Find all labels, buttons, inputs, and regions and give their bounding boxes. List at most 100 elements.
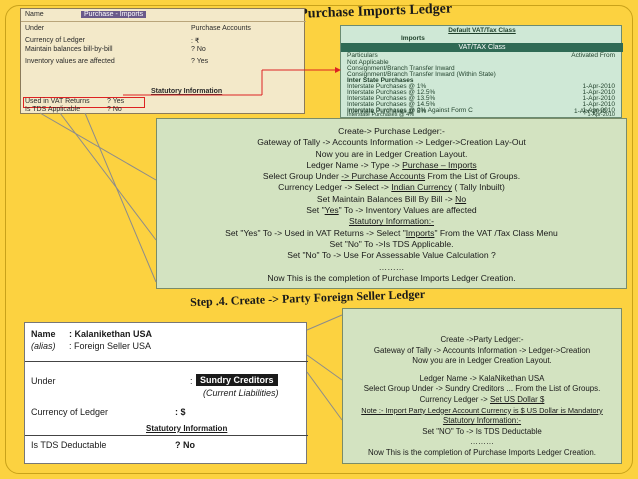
vat-row[interactable]: Interstate Purchases @ 4% bbox=[347, 112, 415, 118]
purchase-ledger-screenshot: Name Purchase - Imports Under Purchase A… bbox=[20, 8, 306, 114]
vat-tax-class-panel: Default VAT/Tax Class Imports VAT/TAX Cl… bbox=[340, 25, 623, 118]
instruction-line: Select Group Under -> Purchase Accounts … bbox=[157, 171, 626, 182]
vat-row-date: 1-Apr-2010 bbox=[582, 89, 615, 96]
text-part: Currency Ledger -> bbox=[419, 394, 490, 404]
instruction-line: Gateway of Tally -> Accounts Information… bbox=[373, 345, 591, 355]
tds-value: ? No bbox=[175, 440, 195, 450]
instruction-line: ……… bbox=[378, 261, 405, 272]
instruction-line: Set "No" To ->Is TDS Applicable. bbox=[329, 238, 454, 249]
maintain-label: Maintain balances bill-by-bill bbox=[25, 46, 113, 53]
vat-row-date: 1-Apr-2010 bbox=[582, 107, 615, 114]
instruction-line: Statutory Information:- bbox=[442, 416, 522, 426]
inventory-value: ? Yes bbox=[191, 58, 209, 65]
underlined-part: Set US Dollar $ bbox=[490, 394, 545, 404]
currency-label: Currency of Ledger bbox=[25, 37, 85, 44]
instruction-line: Create ->Party Ledger:- bbox=[440, 335, 524, 344]
instruction-line: Create-> Purchase Ledger:- bbox=[338, 126, 445, 136]
instruction-line: Ledger Name -> Type -> Purchase – Import… bbox=[157, 160, 626, 171]
underlined-part: Purchase – Imports bbox=[402, 159, 477, 170]
under-value: Purchase Accounts bbox=[191, 25, 251, 32]
under-sub-value: (Current Liabilities) bbox=[203, 388, 279, 398]
statutory-label: Statutory Information bbox=[146, 424, 228, 433]
currency-label: Currency of Ledger bbox=[31, 407, 109, 417]
instruction-line: Now you are in Ledger Creation Layout. bbox=[412, 356, 552, 366]
instruction-line: Now you are in Ledger Creation Layout. bbox=[315, 148, 468, 159]
slide-frame bbox=[5, 5, 633, 474]
underlined-part: Imports bbox=[405, 227, 435, 238]
vat-row[interactable]: Interstate Purchases @ 14.5% bbox=[347, 101, 436, 108]
vat-row[interactable]: Not Applicable bbox=[347, 59, 389, 66]
text-part: From the List of Groups. bbox=[425, 171, 521, 182]
text-part: Select Group Under bbox=[262, 171, 342, 182]
purchase-ledger-instructions: Create-> Purchase Ledger:- Gateway of Ta… bbox=[156, 118, 627, 289]
instruction-line: Now This is the completion of Purchase I… bbox=[267, 272, 516, 283]
tds-label: Is TDS Applicable bbox=[25, 106, 81, 113]
instruction-line: Set Maintain Balances Bill By Bill -> No bbox=[157, 194, 626, 205]
instruction-line: Gateway of Tally -> Accounts Information… bbox=[257, 137, 526, 148]
text-part: Set " bbox=[306, 205, 325, 216]
text-part: Set "Yes" To -> Used in VAT Returns -> S… bbox=[225, 227, 406, 238]
instruction-line: ……… bbox=[470, 437, 494, 447]
tds-value: ? No bbox=[107, 106, 122, 113]
underlined-part: Indian Currency bbox=[391, 182, 453, 193]
colon: : bbox=[190, 376, 193, 386]
default-vat-label: Default VAT/Tax Class bbox=[448, 27, 516, 34]
sundry-creditors-value: Sundry Creditors bbox=[196, 374, 278, 386]
vat-returns-value: ? Yes bbox=[107, 98, 125, 105]
instruction-line: Currency Ledger -> Set US Dollar $ bbox=[343, 395, 621, 406]
vat-row[interactable]: Interstate Purchases @ 12.5% bbox=[347, 89, 436, 96]
instruction-line: Now This is the completion of Purchase I… bbox=[368, 447, 596, 457]
alias-label: (alias) bbox=[31, 341, 56, 351]
currency-value: : $ bbox=[175, 407, 186, 417]
vat-row[interactable]: Interstate Purchases @ 2% Against Form C bbox=[347, 107, 473, 114]
text-part: Ledger Name -> Type -> bbox=[306, 159, 403, 170]
vat-row-date: 1-Apr-2010 bbox=[582, 83, 615, 90]
vat-row[interactable]: Consignment/Branch Transfer Inward bbox=[347, 65, 455, 72]
instruction-line: Select Group Under -> Sundry Creditors .… bbox=[363, 384, 601, 394]
vat-row-date: 1-Apr-2010 bbox=[582, 101, 615, 108]
instruction-line: Set "Yes" To -> Inventory Values are aff… bbox=[157, 205, 626, 216]
text-part: " To -> Inventory Values are affected bbox=[338, 205, 477, 216]
text-part: Currency Ledger -> Select -> bbox=[278, 182, 392, 193]
col-particulars: Particulars bbox=[347, 52, 378, 59]
vat-row[interactable]: Interstate Purchases @ 13.5% bbox=[347, 95, 436, 102]
vat-row[interactable]: Interstate Purchases @ 5% bbox=[347, 108, 427, 115]
party-ledger-instructions: Create ->Party Ledger:- Gateway of Tally… bbox=[342, 308, 622, 464]
under-label: Under bbox=[31, 376, 56, 386]
inventory-label: Inventory values are affected bbox=[25, 58, 115, 65]
divider bbox=[25, 435, 308, 436]
vat-row[interactable]: Interstate Purchases @ 1% bbox=[347, 83, 427, 90]
instruction-line: Note :- Import Party Ledger Account Curr… bbox=[361, 405, 603, 415]
maintain-value: ? No bbox=[191, 46, 206, 53]
ledger-name-label: Name bbox=[25, 11, 44, 18]
instruction-line: Ledger Name -> KalaNikethan USA bbox=[419, 373, 545, 383]
text-part: Set Maintain Balances Bill By Bill -> bbox=[316, 193, 456, 204]
ledger-name-value: Purchase - Imports bbox=[81, 11, 147, 18]
currency-value: : ₹ bbox=[191, 38, 200, 45]
under-label: Under bbox=[25, 25, 45, 32]
name-value: : Kalanikethan USA bbox=[69, 329, 153, 339]
vat-tax-class-header: VAT/TAX Class bbox=[341, 43, 623, 52]
vat-row-date: 1-Apr-2010 bbox=[574, 108, 607, 115]
col-activated: Activated From bbox=[571, 52, 615, 59]
name-label: Name bbox=[31, 329, 56, 339]
vat-row-date: 1-Apr-2010 bbox=[587, 112, 615, 118]
vat-row-group: Inter State Purchases bbox=[347, 77, 414, 84]
tds-label: Is TDS Deductable bbox=[31, 440, 107, 450]
party-ledger-screenshot: Name : Kalanikethan USA (alias) : Foreig… bbox=[24, 322, 308, 464]
alias-value: : Foreign Seller USA bbox=[69, 341, 152, 351]
underlined-part: No bbox=[455, 193, 467, 204]
vat-returns-label: Used in VAT Returns bbox=[25, 98, 90, 105]
vat-row[interactable]: Consignment/Branch Transfer Inward (With… bbox=[347, 71, 496, 78]
instruction-line: Set "No" To -> Use For Assessable Value … bbox=[287, 250, 496, 261]
instruction-line: Currency Ledger -> Select -> Indian Curr… bbox=[157, 182, 626, 193]
text-part: " From the VAT /Tax Class Menu bbox=[434, 227, 558, 238]
divider bbox=[25, 361, 308, 362]
vat-row-date: 1-Apr-2010 bbox=[582, 95, 615, 102]
instruction-line: Statutory Information:- bbox=[348, 216, 435, 227]
underlined-part: Yes bbox=[324, 205, 339, 216]
underlined-part: -> Purchase Accounts bbox=[341, 171, 426, 182]
instruction-line: Set "Yes" To -> Used in VAT Returns -> S… bbox=[157, 228, 626, 239]
